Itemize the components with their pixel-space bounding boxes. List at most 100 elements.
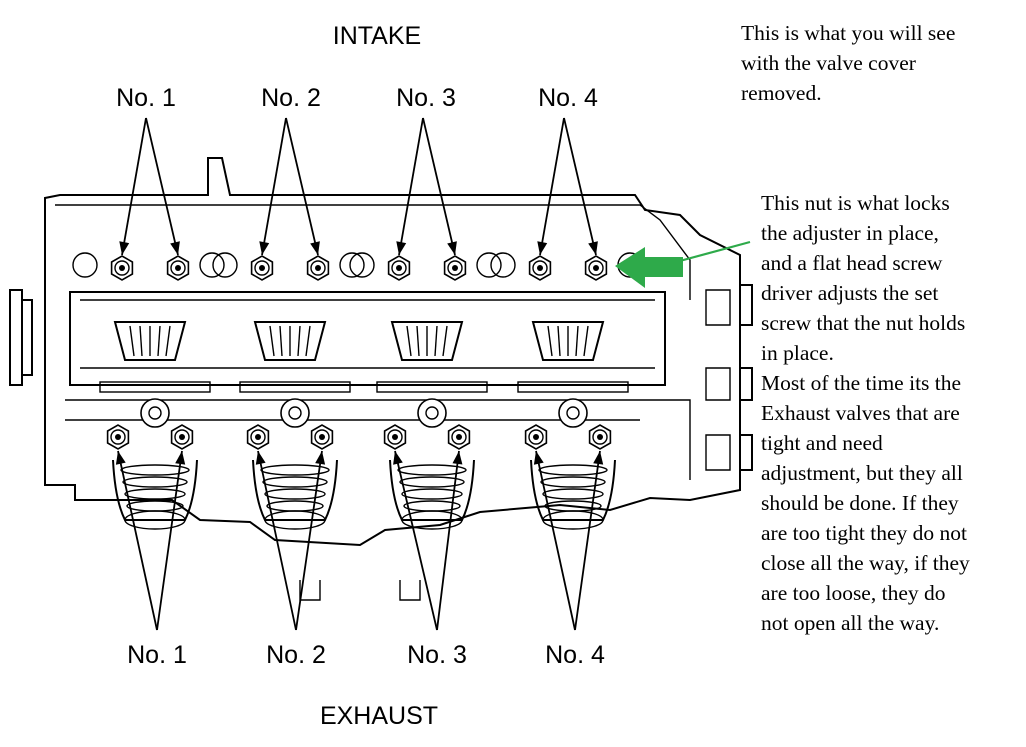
exhaust-arrow-1b-head xyxy=(175,451,186,465)
intake-cylinder-1-label: No. 1 xyxy=(116,84,176,112)
hex-nut-ring xyxy=(391,260,407,276)
intake-adjuster-nut-4a xyxy=(528,255,552,281)
intake-journal-right-3 xyxy=(476,252,502,278)
adjuster-screw xyxy=(597,434,603,440)
adjuster-screw xyxy=(396,265,402,271)
cam-lobe-line xyxy=(557,325,561,357)
intake-arrow-4a-head xyxy=(537,241,548,255)
rocker-shaft-lines xyxy=(80,299,655,369)
exhaust-arrow-3b xyxy=(436,450,460,631)
exhaust-adjuster-nut-4a xyxy=(524,424,548,450)
exhaust-arrow-1a xyxy=(117,450,158,631)
hex-nut-ring xyxy=(170,260,186,276)
rocker-arm-4 xyxy=(517,381,629,393)
exhaust-port-ring xyxy=(401,488,463,500)
exhaust-adjuster-nut-3b xyxy=(447,424,471,450)
head-outline xyxy=(44,157,741,547)
exhaust-arrow-3a xyxy=(394,450,438,631)
intake-adjuster-nut-4b xyxy=(584,255,608,281)
exhaust-arrow-4b xyxy=(574,450,601,631)
cam-lobe-line xyxy=(279,325,283,357)
intake-arrow-3b xyxy=(422,117,456,256)
adjuster-note: This nut is what locks the adjuster in p… xyxy=(761,191,970,635)
cam-lobe-line xyxy=(305,325,311,357)
intake-arrow-4b-head xyxy=(588,241,598,255)
adjuster-screw xyxy=(119,265,125,271)
green-arrow-icon xyxy=(615,240,751,288)
adjuster-screw xyxy=(533,434,539,440)
cam-window-4 xyxy=(531,321,605,361)
exhaust-adjuster-nut-1b xyxy=(170,424,194,450)
plug-tower-bore-3 xyxy=(425,406,439,420)
cam-lobe-line xyxy=(406,325,412,357)
exhaust-port-ring xyxy=(544,500,602,512)
rocker-arm-2 xyxy=(239,381,351,393)
intake-arrow-1a xyxy=(121,117,147,256)
exhaust-port-ring xyxy=(266,500,324,512)
adjuster-screw xyxy=(315,265,321,271)
exhaust-arrow-1a-head xyxy=(115,451,126,465)
intake-adjuster-nut-1b xyxy=(166,255,190,281)
plug-tower-bore-1 xyxy=(148,406,162,420)
cam-lobe-line xyxy=(416,325,420,357)
exhaust-adjuster-nut-2b xyxy=(310,424,334,450)
intake-adjuster-nut-3a xyxy=(387,255,411,281)
cam-lobe-line xyxy=(129,325,135,357)
intake-arrow-3b-head xyxy=(447,241,457,255)
adjuster-screw xyxy=(255,434,261,440)
hex-nut-ring xyxy=(451,429,467,445)
cam-lobe-line xyxy=(575,325,579,357)
lower-tabs xyxy=(299,580,421,601)
adjuster-screw xyxy=(593,265,599,271)
intake-arrow-2a xyxy=(261,117,287,256)
side-bosses xyxy=(740,284,753,471)
intake-journal-right-1 xyxy=(199,252,225,278)
intake-arrow-4a xyxy=(539,117,565,256)
intake-rail xyxy=(55,204,691,300)
cam-lobe-line xyxy=(442,325,448,357)
intake-cylinder-3-label: No. 3 xyxy=(396,84,456,112)
exhaust-port-ring xyxy=(262,476,328,488)
cam-window-3 xyxy=(390,321,464,361)
exhaust-cylinder-1-label: No. 1 xyxy=(127,641,187,669)
adjuster-screw xyxy=(175,265,181,271)
exhaust-port-ring xyxy=(542,488,604,500)
cam-window-2 xyxy=(253,321,327,361)
exhaust-cylinder-4-label: No. 4 xyxy=(545,641,605,669)
hex-nut-ring xyxy=(528,429,544,445)
exhaust-port-ring xyxy=(120,464,190,476)
intake-cylinder-4-label: No. 4 xyxy=(538,84,598,112)
exhaust-port-ring xyxy=(126,500,184,512)
exhaust-arrow-2a xyxy=(257,450,297,631)
intake-arrow-2a-head xyxy=(259,241,270,255)
exhaust-port-ring xyxy=(538,464,608,476)
cam-window-1 xyxy=(113,321,187,361)
cam-lobe-line xyxy=(434,325,438,357)
hex-nut-ring xyxy=(174,429,190,445)
intake-adjuster-nut-2a xyxy=(250,255,274,281)
intake-arrow-3a-head xyxy=(396,241,407,255)
exhaust-arrow-3b-head xyxy=(452,451,463,465)
plug-tower-bore-4 xyxy=(566,406,580,420)
exhaust-adjuster-nut-3a xyxy=(383,424,407,450)
plug-tower-4 xyxy=(558,398,588,428)
exhaust-arrow-4a xyxy=(535,450,576,631)
rocker-shaft-housing xyxy=(69,291,666,386)
exhaust-port-ring xyxy=(124,488,186,500)
cam-lobe-line xyxy=(157,325,161,357)
hex-nut-ring xyxy=(588,260,604,276)
exhaust-arrow-1b xyxy=(156,450,183,631)
intake-arrow-1a-head xyxy=(119,241,130,255)
exhaust-port-ring xyxy=(399,476,465,488)
intake-adjuster-nut-3b xyxy=(443,255,467,281)
hex-nut-ring xyxy=(310,260,326,276)
adjuster-screw xyxy=(259,265,265,271)
intake-journal-right-2 xyxy=(339,252,365,278)
exhaust-arrow-4a-head xyxy=(533,451,544,465)
exhaust-port-ring xyxy=(403,500,461,512)
plug-tower-2 xyxy=(280,398,310,428)
cam-lobe-line xyxy=(297,325,301,357)
intake-journal-3 xyxy=(349,252,375,278)
exhaust-port-ring xyxy=(260,464,330,476)
